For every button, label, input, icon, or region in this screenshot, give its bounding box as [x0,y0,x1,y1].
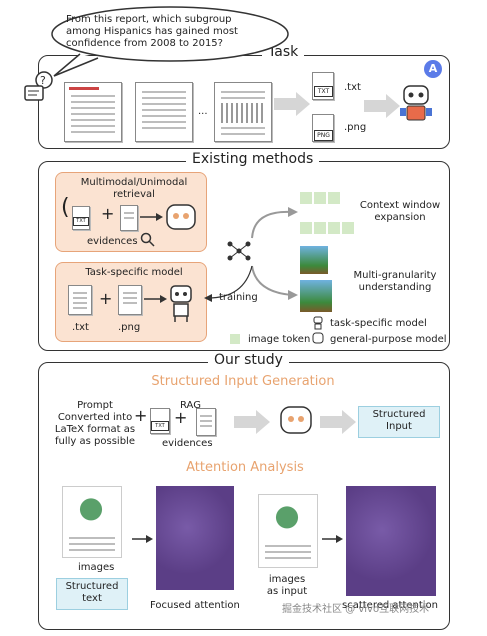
neural-network-icon [227,241,251,261]
our-study-title: Our study [208,352,289,368]
input-image-doc [258,494,318,568]
existing-methods-title: Existing methods [186,151,320,167]
images-as-input-label: images as input [266,574,308,597]
focused-attention-label: Focused attention [150,600,240,611]
study-evidences: evidences [162,438,213,449]
rag-label: RAG [180,400,201,411]
legend-general-robot-icon [312,332,324,344]
retrieval-robot-icon [166,204,196,230]
focused-attention-map [156,486,234,590]
ellipsis: ... [198,106,208,117]
study-plus-1: + [134,406,148,425]
image-token [328,222,340,234]
structured-input-generation-title: Structured Input Generation [151,374,335,389]
retrieval-txt-icon: TXT [72,206,90,230]
legend-task-robot-icon [313,316,323,330]
png-label: .png [344,122,367,133]
structured-input-box: Structured Input [358,406,440,438]
task-arrow-2 [364,94,400,118]
png-file-icon: PNG [312,114,334,142]
palm-image-large [300,280,332,312]
context-window-label: Context window expansion [359,200,441,223]
images-label: images [78,562,115,573]
txt-file-icon: TXT [312,72,334,100]
training-label: training [219,292,258,303]
image-token [300,192,312,204]
legend-task-label: task-specific model [330,318,427,329]
study-robot-icon [280,406,312,434]
task-png-label: .png [118,322,141,333]
retrieval-open-paren: ( [61,195,70,220]
task-specific-label: Task-specific model [85,267,183,278]
flow-arrows [204,207,298,302]
retrieval-plus: + [101,204,115,223]
attention-arrow-1 [132,535,153,543]
report-page-1 [64,82,122,142]
task-txt-doc [68,285,92,315]
image-token [314,222,326,234]
legend-token-label: image token [248,334,311,345]
question-text: From this report, which subgroup among H… [66,14,238,49]
retrieval-evidences: evidences [87,236,138,247]
attention-arrow-2 [322,535,343,543]
multi-granularity-label: Multi-granularity understanding [353,270,437,293]
robot-icon [400,85,432,121]
image-token [328,192,340,204]
legend-token-swatch [230,334,240,344]
task-specific-robot-icon [170,285,192,322]
answer-badge: A [424,60,442,78]
question-person-icon: ? [24,71,53,101]
study-page-icon [196,408,216,436]
magnifier-icon [140,232,155,247]
task-plus: + [99,289,113,308]
scattered-attention-label: scattered attention [342,600,439,611]
attention-analysis-title: Attention Analysis [186,460,304,475]
legend-general-label: general-purpose model [330,334,447,345]
task-arrow-1 [274,92,310,116]
study-arrow-1 [234,410,270,434]
study-arrow-2 [320,410,356,434]
report-page-2 [135,82,193,142]
structured-text-box: Structured text [56,578,128,610]
task-txt-label: .txt [72,322,89,333]
task-png-doc [118,285,142,315]
retrieval-arrow [140,213,163,221]
prompt-text: Prompt Converted into LaTeX format as fu… [54,400,136,447]
retrieval-label: Multimodal/Unimodal retrieval [80,177,188,200]
image-token [342,222,354,234]
structured-image-doc [62,486,122,558]
txt-label: .txt [344,82,361,93]
watermark: 掘金技术社区 @ vivo互联网技术 [282,604,430,615]
retrieval-page-icon [120,205,138,231]
study-txt-icon: TXT [150,408,170,434]
svg-text:?: ? [40,74,46,87]
scattered-attention-map [346,486,436,596]
report-page-3 [214,82,272,142]
task-arrow [144,295,167,303]
image-token [300,222,312,234]
image-token [314,192,326,204]
study-plus-2: + [174,408,188,427]
question-bubble [51,6,289,77]
palm-image-small [300,246,328,274]
